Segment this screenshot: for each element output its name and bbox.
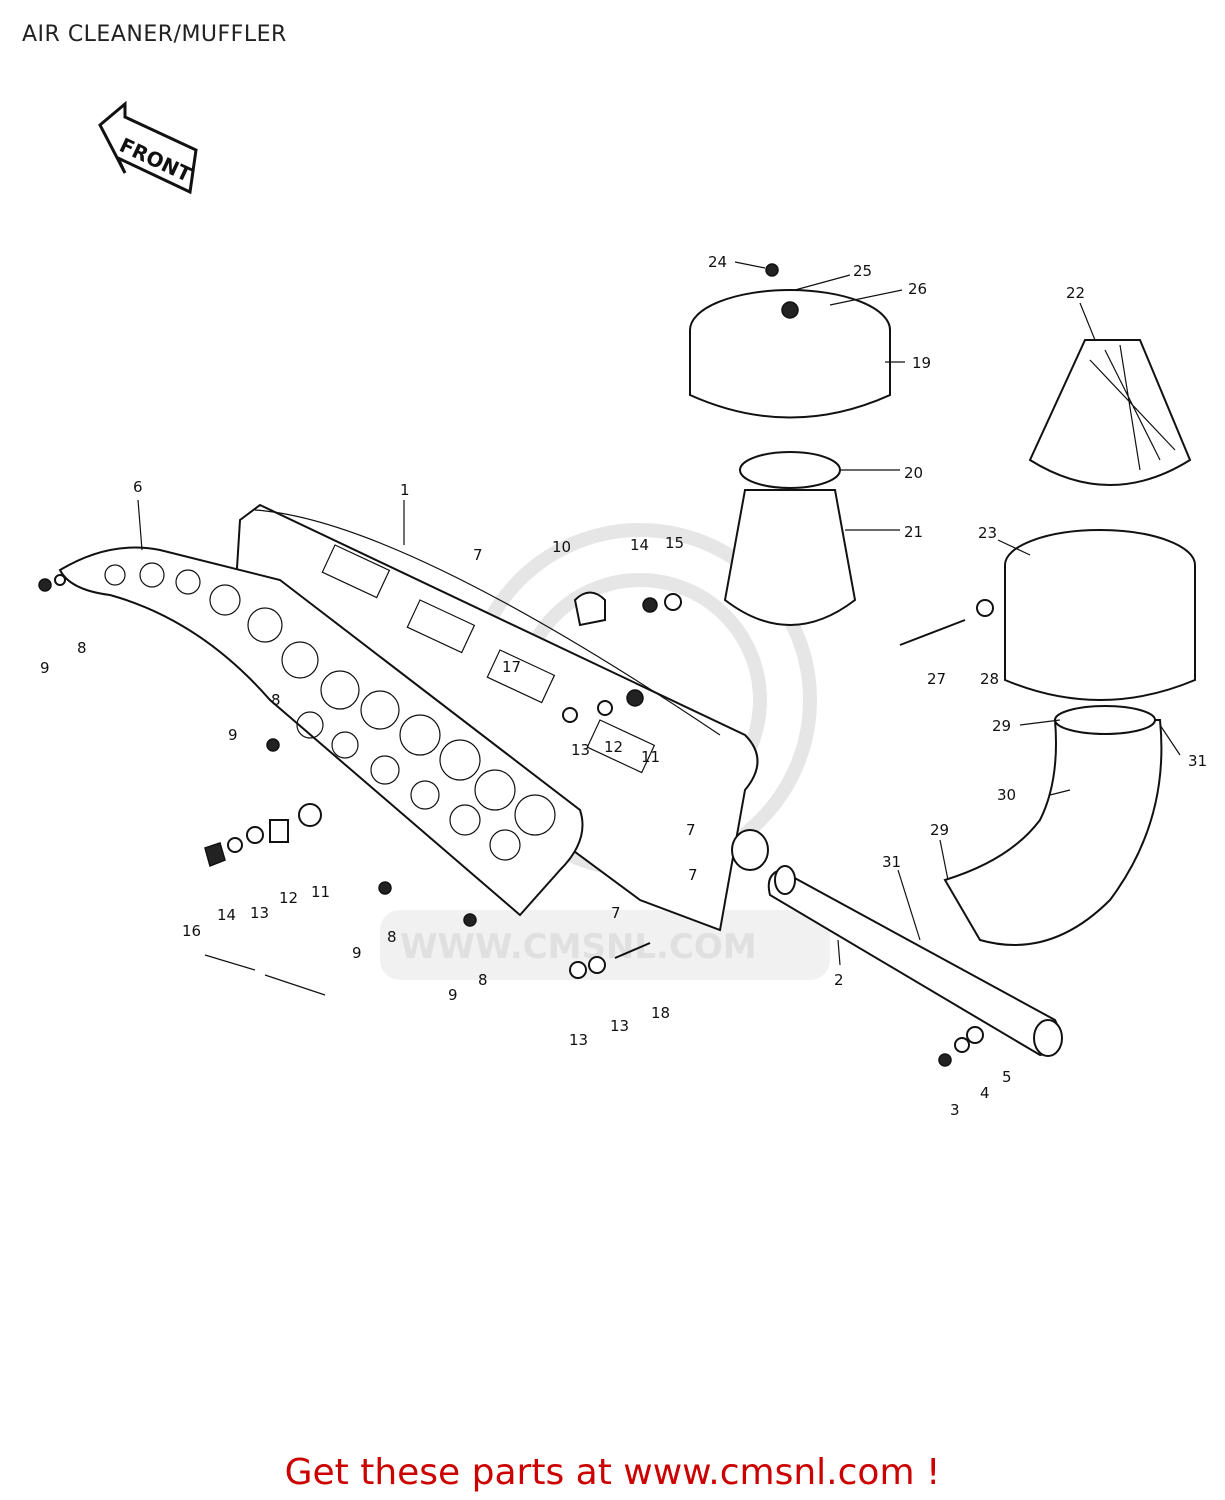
callout-13: 13 xyxy=(250,904,269,922)
callout-15: 15 xyxy=(665,534,684,552)
callout-14: 14 xyxy=(630,536,649,554)
air-cleaner-case xyxy=(1004,529,1196,701)
callout-11: 11 xyxy=(311,883,330,901)
callout-16: 16 xyxy=(182,922,201,940)
page-title: AIR CLEANER/MUFFLER xyxy=(22,22,287,47)
callout-14: 14 xyxy=(217,906,236,924)
callout-6: 6 xyxy=(133,478,143,496)
callout-31: 31 xyxy=(1188,752,1207,770)
callout-9: 9 xyxy=(40,659,50,677)
footer-link-text[interactable]: Get these parts at www.cmsnl.com ! xyxy=(284,1452,941,1493)
callout-27: 27 xyxy=(927,670,946,688)
callout-7: 7 xyxy=(473,546,483,564)
callout-10: 10 xyxy=(552,538,571,556)
callout-18: 18 xyxy=(651,1004,670,1022)
callout-12: 12 xyxy=(604,738,623,756)
callout-8: 8 xyxy=(77,639,87,657)
callout-13: 13 xyxy=(571,741,590,759)
front-arrow-icon: FRONT xyxy=(98,100,198,195)
watermark-text: WWW.CMSNL.COM xyxy=(400,927,757,967)
callout-11: 11 xyxy=(641,748,660,766)
callout-29: 29 xyxy=(930,821,949,839)
callout-9: 9 xyxy=(228,726,238,744)
callout-24: 24 xyxy=(708,253,727,271)
callout-8: 8 xyxy=(478,971,488,989)
callout-25: 25 xyxy=(853,262,872,280)
callout-21: 21 xyxy=(904,523,923,541)
callout-13: 13 xyxy=(569,1031,588,1049)
callout-9: 9 xyxy=(448,986,458,1004)
leader-lines xyxy=(137,261,1181,966)
callout-12: 12 xyxy=(279,889,298,907)
air-funnel xyxy=(723,451,857,626)
callout-8: 8 xyxy=(271,691,281,709)
muffler-body xyxy=(233,503,769,932)
scratch-marks xyxy=(204,954,326,996)
air-filter-element xyxy=(1028,339,1192,486)
callout-7: 7 xyxy=(686,821,696,839)
callout-28: 28 xyxy=(980,670,999,688)
callout-13: 13 xyxy=(610,1017,629,1035)
callout-26: 26 xyxy=(908,280,927,298)
callout-31: 31 xyxy=(882,853,901,871)
callout-labels: 1 2 3 4 5 6 7 7 7 7 8 8 8 8 9 9 9 9 10 1… xyxy=(40,253,1207,1119)
clamp xyxy=(573,591,606,627)
callout-20: 20 xyxy=(904,464,923,482)
callout-3: 3 xyxy=(950,1101,960,1119)
heat-guard xyxy=(58,546,584,917)
callout-8: 8 xyxy=(387,928,397,946)
callout-1: 1 xyxy=(400,481,410,499)
callout-23: 23 xyxy=(978,524,997,542)
callout-7: 7 xyxy=(688,866,698,884)
intake-hose xyxy=(943,705,1163,946)
callout-19: 19 xyxy=(912,354,931,372)
callout-5: 5 xyxy=(1002,1068,1012,1086)
air-cleaner-cover xyxy=(689,289,891,419)
callout-17: 17 xyxy=(502,658,521,676)
callout-7: 7 xyxy=(611,904,621,922)
callout-29: 29 xyxy=(992,717,1011,735)
tail-pipe xyxy=(767,865,1063,1057)
callout-22: 22 xyxy=(1066,284,1085,302)
callout-30: 30 xyxy=(997,786,1016,804)
hardware-small-parts xyxy=(38,263,994,1067)
callout-9: 9 xyxy=(352,944,362,962)
callout-2: 2 xyxy=(834,971,844,989)
callout-4: 4 xyxy=(980,1084,990,1102)
